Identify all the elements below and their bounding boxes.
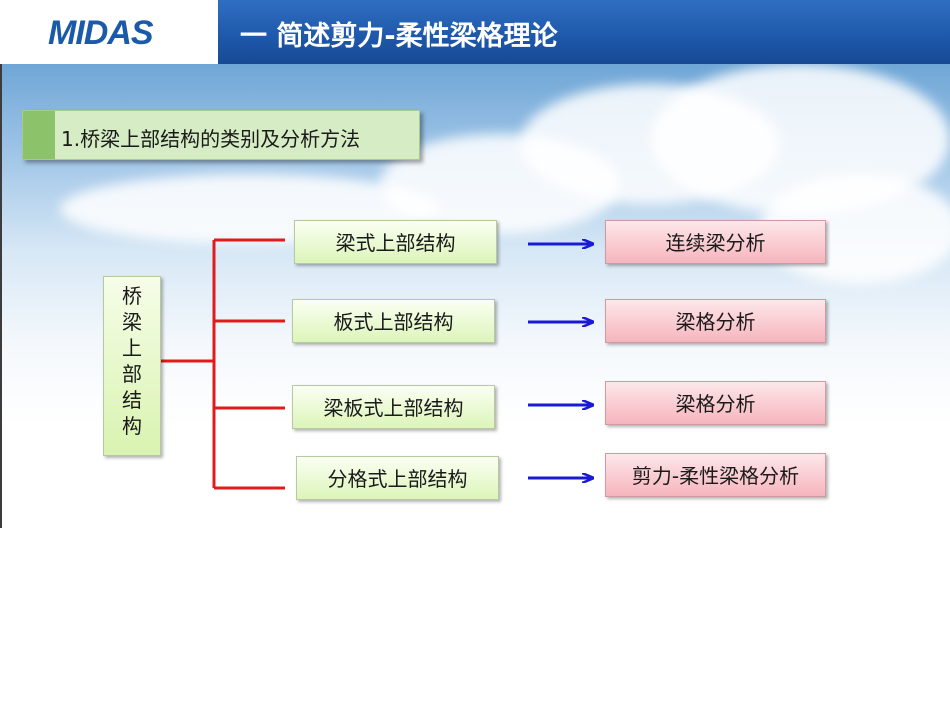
method-node-continuous-beam: 连续梁分析 [605, 220, 826, 264]
slide: MIDAS 一 简述剪力-柔性梁格理论 1.桥梁上部结构的类别及分析方法 [0, 0, 950, 528]
type-node-beam: 梁式上部结构 [294, 220, 497, 264]
connector-lines [161, 238, 950, 490]
method-node-shear-flexible-grillage: 剪力-柔性梁格分析 [605, 453, 826, 497]
logo-area: MIDAS [0, 0, 218, 64]
midas-logo: MIDAS [48, 14, 154, 52]
method-node-grillage-1: 梁格分析 [605, 299, 826, 343]
method-node-grillage-2: 梁格分析 [605, 381, 826, 425]
header-bar [218, 0, 950, 64]
section-label: 1.桥梁上部结构的类别及分析方法 [22, 110, 420, 160]
page-title: 一 简述剪力-柔性梁格理论 [240, 21, 558, 52]
type-node-beam-slab: 梁板式上部结构 [292, 385, 495, 429]
left-edge-line [0, 64, 2, 528]
section-label-text: 1.桥梁上部结构的类别及分析方法 [61, 127, 361, 151]
type-node-cellular: 分格式上部结构 [296, 456, 499, 500]
root-node-text: 桥梁上部结构 [122, 284, 142, 438]
section-label-stripe [23, 111, 55, 159]
root-node-bridge-superstructure: 桥梁上部结构 [103, 276, 161, 456]
type-node-slab: 板式上部结构 [292, 299, 495, 343]
